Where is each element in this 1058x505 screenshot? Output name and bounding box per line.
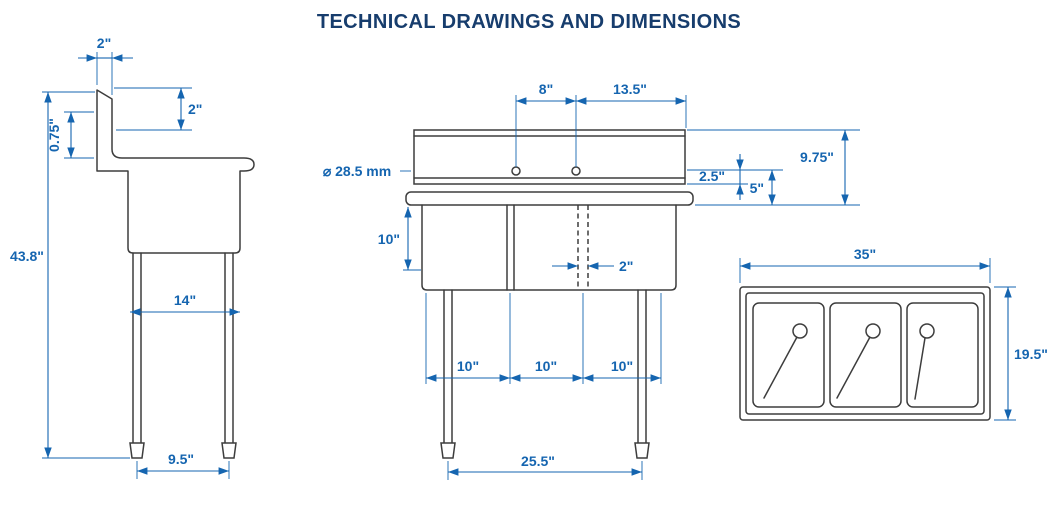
dim-label: 10" xyxy=(457,358,479,374)
faucet-hole xyxy=(511,166,521,176)
drain-hole xyxy=(865,323,881,339)
dim-label: 10" xyxy=(378,231,400,247)
top-sink-outline xyxy=(739,286,991,421)
leg-foot xyxy=(129,442,145,459)
faucet-hole xyxy=(571,166,581,176)
leg-foot xyxy=(634,442,650,459)
dim-front-hole-spacing: 8" xyxy=(515,81,577,167)
dim-label: 19.5" xyxy=(1014,346,1048,362)
side-view: 2" 2" 0.75" 43.8" 14" 9. xyxy=(10,35,255,479)
dim-side-top-thickness: 2" xyxy=(78,35,133,95)
dim-label: 8" xyxy=(539,81,553,97)
dim-label: 43.8" xyxy=(10,248,44,264)
dim-front-splash-lower: 5" xyxy=(695,170,860,206)
dim-label: 10" xyxy=(535,358,557,374)
dim-front-leg-span: 25.5" xyxy=(447,453,643,480)
compartment-2 xyxy=(829,302,902,408)
dim-side-depth: 14" xyxy=(130,292,240,316)
dim-side-rim-drop: 0.75" xyxy=(46,111,94,159)
front-sink-outline xyxy=(405,129,694,459)
dim-label: 5" xyxy=(750,180,764,196)
leg-foot xyxy=(221,442,237,459)
dim-label: 10" xyxy=(611,358,633,374)
dim-side-leg-spacing: 9.5" xyxy=(136,451,230,479)
dim-label: 9.75" xyxy=(800,149,834,165)
dim-front-splash-total: 9.75" xyxy=(687,129,860,205)
leg-foot xyxy=(440,442,456,459)
top-view: 35" 19.5" xyxy=(739,246,1048,421)
dim-label: ⌀ 28.5 mm xyxy=(323,163,391,179)
dim-label: 2.5" xyxy=(699,168,725,184)
dim-front-lip: 2.5" xyxy=(687,154,783,200)
dim-label: 13.5" xyxy=(613,81,647,97)
drain-hole xyxy=(919,323,935,339)
page-title: TECHNICAL DRAWINGS AND DIMENSIONS xyxy=(317,11,741,33)
dim-label: 2" xyxy=(619,258,633,274)
dim-label: 2" xyxy=(188,101,202,117)
drain-hole xyxy=(792,323,808,339)
dim-label: 9.5" xyxy=(168,451,194,467)
dim-side-backsplash-height: 2" xyxy=(114,87,202,131)
dim-front-hole-to-edge: 13.5" xyxy=(576,81,687,128)
side-sink-outline xyxy=(96,89,255,459)
dim-label: 2" xyxy=(97,35,111,51)
dim-top-width: 35" xyxy=(739,246,991,283)
dim-top-depth: 19.5" xyxy=(994,286,1048,421)
compartment-3 xyxy=(906,302,979,408)
compartment-1 xyxy=(752,302,825,408)
dim-side-overall-height: 43.8" xyxy=(10,91,130,459)
dim-front-divider: 2" xyxy=(552,258,633,274)
dim-front-bowl-widths: 10" 10" 10" xyxy=(425,293,662,384)
front-view: 8" 13.5" ⌀ 28.5 mm 2.5" 5" 9.75 xyxy=(323,81,860,480)
label-hole-diameter: ⌀ 28.5 mm xyxy=(323,163,411,179)
dim-label: 35" xyxy=(854,246,876,262)
dim-label: 25.5" xyxy=(521,453,555,469)
dim-label: 14" xyxy=(174,292,196,308)
dim-front-bowl-depth: 10" xyxy=(378,207,421,271)
